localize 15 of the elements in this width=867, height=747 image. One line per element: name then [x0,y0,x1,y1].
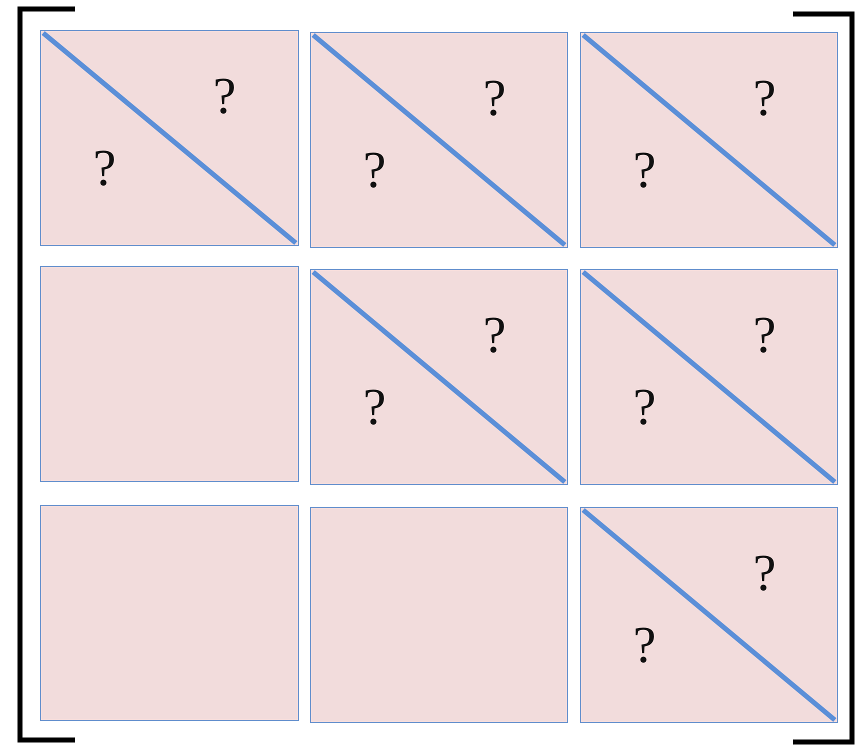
matrix-cell [310,507,568,723]
question-mark: ? [363,145,386,197]
question-mark: ? [633,620,656,672]
question-mark: ? [483,310,506,362]
question-mark: ? [753,310,776,362]
question-mark: ? [483,73,506,125]
question-mark: ? [363,382,386,434]
question-mark: ? [633,382,656,434]
question-mark: ? [753,73,776,125]
matrix-cell [40,266,299,482]
question-mark: ? [753,548,776,600]
question-mark: ? [633,145,656,197]
matrix-cell [40,505,299,721]
question-mark: ? [213,71,236,123]
question-mark: ? [93,143,116,195]
